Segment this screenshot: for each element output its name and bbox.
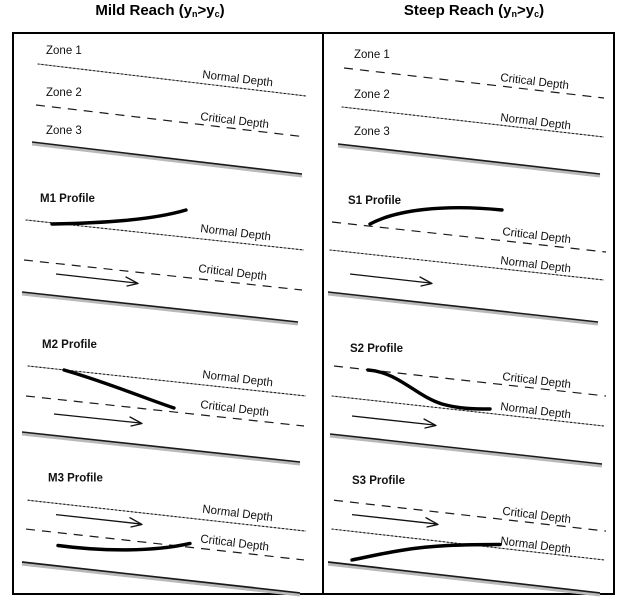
m3-water-surface-curve bbox=[56, 541, 192, 552]
column-title-steep: Steep Reach (yn>yc) bbox=[320, 2, 628, 19]
flow-direction-arrow-m1 bbox=[55, 273, 139, 287]
column-divider bbox=[322, 34, 324, 593]
flow-direction-arrow-s2 bbox=[351, 415, 437, 429]
title-steep-mid: >y bbox=[516, 2, 535, 19]
flow-direction-arrow-s1 bbox=[349, 273, 433, 287]
panel-mild-m2: M2 Profile Normal Depth Critical Depth bbox=[14, 322, 322, 466]
title-steep-sub-n: n bbox=[511, 9, 517, 19]
title-steep-sub-c: c bbox=[534, 9, 540, 19]
m1-profile-label: M1 Profile bbox=[40, 193, 95, 205]
panel-mild-m3: M3 Profile Normal Depth Critical Depth bbox=[14, 457, 322, 597]
steep-reach-column: Zone 1 Critical Depth Zone 2 Normal Dept… bbox=[324, 34, 613, 597]
flow-direction-arrow-m3 bbox=[55, 513, 143, 528]
column-title-mild: Mild Reach (yn>yc) bbox=[0, 2, 320, 19]
s1-water-surface-curve bbox=[368, 205, 504, 226]
critical-depth-label-s1: Critical Depth bbox=[502, 226, 572, 246]
panel-mild-m1: M1 Profile Normal Depth Critical Depth bbox=[14, 182, 322, 326]
mild-reach-column: Zone 1 Normal Depth Zone 2 Critical Dept… bbox=[14, 34, 322, 597]
zone3-label-mild: Zone 3 bbox=[46, 125, 82, 137]
s3-profile-label: S3 Profile bbox=[352, 474, 405, 487]
m1-water-surface-curve bbox=[50, 208, 188, 226]
m2-profile-label: M2 Profile bbox=[42, 339, 97, 351]
critical-depth-label-s2: Critical Depth bbox=[502, 371, 572, 391]
title-steep-end: ) bbox=[539, 2, 545, 19]
zone1-label-mild: Zone 1 bbox=[46, 45, 82, 57]
critical-depth-label-m1: Critical Depth bbox=[198, 263, 268, 283]
title-mild-sub-c: c bbox=[214, 9, 220, 19]
zone1-label-steep: Zone 1 bbox=[354, 49, 390, 61]
critical-depth-label-m3: Critical Depth bbox=[200, 532, 270, 553]
title-steep-main: Steep Reach (y bbox=[403, 2, 512, 19]
figure-titles: Mild Reach (yn>yc) Steep Reach (yn>yc) bbox=[0, 0, 628, 30]
zone2-label-mild: Zone 2 bbox=[46, 87, 82, 99]
zone2-label-steep: Zone 2 bbox=[354, 89, 390, 101]
diagram-frame: Zone 1 Normal Depth Zone 2 Critical Dept… bbox=[12, 32, 615, 597]
s1-profile-label: S1 Profile bbox=[348, 195, 401, 207]
normal-depth-label-mild-zones: Normal Depth bbox=[202, 69, 274, 89]
m3-profile-label: M3 Profile bbox=[48, 472, 103, 485]
title-mild-end: ) bbox=[219, 2, 225, 19]
critical-depth-label-m2: Critical Depth bbox=[200, 399, 270, 419]
panel-steep-s2: S2 Profile Critical Depth Normal Depth bbox=[324, 322, 613, 468]
m2-water-surface-curve bbox=[62, 368, 176, 410]
flow-direction-arrow-s3 bbox=[351, 513, 439, 528]
title-mild-main: Mild Reach (y bbox=[95, 2, 193, 19]
normal-depth-label-s3: Normal Depth bbox=[500, 534, 572, 556]
panel-steep-zones: Zone 1 Critical Depth Zone 2 Normal Dept… bbox=[324, 34, 613, 178]
critical-depth-label-steep-zones: Critical Depth bbox=[500, 72, 570, 92]
panel-steep-s1: S1 Profile Critical Depth Normal Depth bbox=[324, 182, 613, 326]
panel-steep-s3: S3 Profile Critical Depth Normal Depth bbox=[324, 457, 613, 597]
panel-mild-zones: Zone 1 Normal Depth Zone 2 Critical Dept… bbox=[14, 34, 322, 178]
title-mild-mid: >y bbox=[197, 2, 215, 19]
title-mild-sub-n: n bbox=[192, 9, 198, 19]
s3-water-surface-curve bbox=[350, 542, 502, 562]
critical-depth-label-s3: Critical Depth bbox=[502, 505, 572, 526]
s2-profile-label: S2 Profile bbox=[350, 343, 403, 355]
s2-water-surface-curve bbox=[366, 368, 492, 411]
zone3-label-steep: Zone 3 bbox=[354, 126, 390, 138]
flow-direction-arrow-m2 bbox=[53, 413, 143, 427]
